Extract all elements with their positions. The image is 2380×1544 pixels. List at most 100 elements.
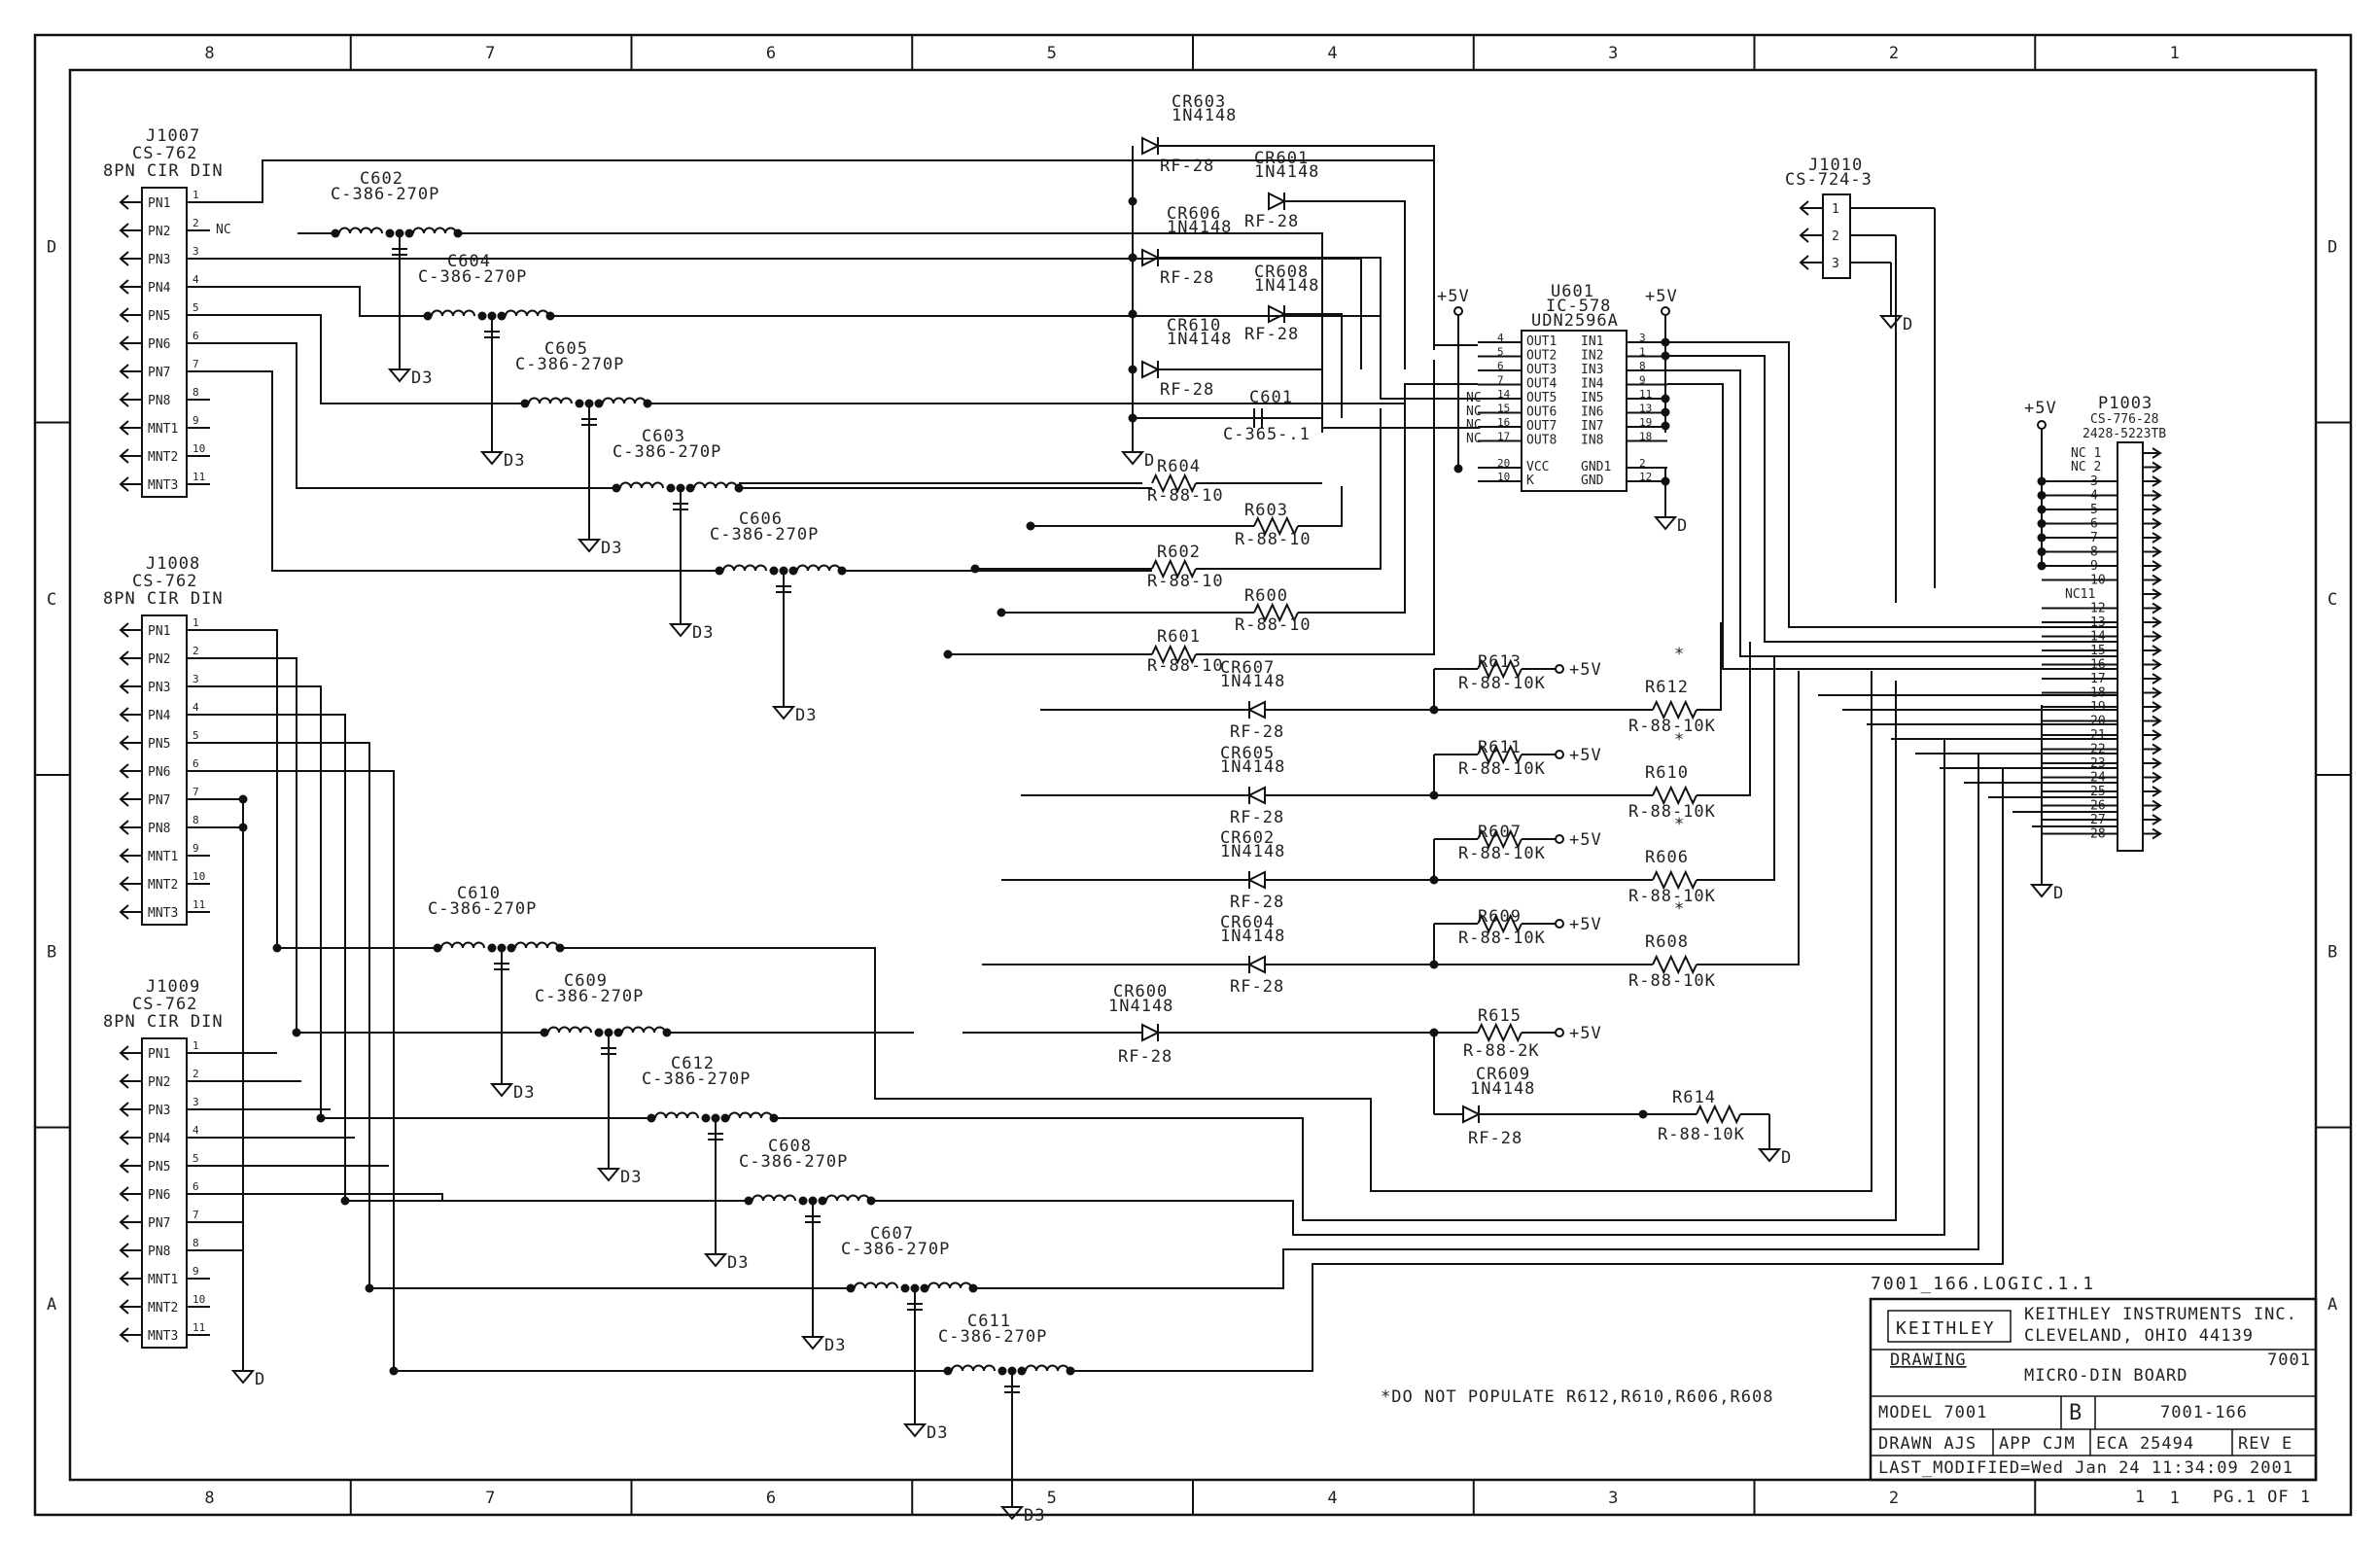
diode-ref: CR601 [1254,149,1309,168]
diode-part: 1N4148 [1167,330,1232,349]
pin-arrow [119,1271,129,1286]
ic-pin-right: IN8 [1581,434,1603,448]
ground-label: D3 [795,706,817,725]
dnp-resistor [1652,699,1698,720]
pin-arrow [119,1130,129,1145]
connector-pin-number: 7 [192,1209,199,1221]
net-wire [1697,656,1775,881]
zone-row-left: C [47,590,57,610]
connector-pin-number: 11 [192,1321,205,1334]
connector-pin-number: 3 [192,1096,199,1108]
net-wire [458,232,1478,429]
ground-label: D3 [1024,1506,1045,1526]
connector-pin-name: PN3 [148,253,170,267]
ic-pin-left: OUT2 [1526,349,1557,364]
filter-part: C-386-270P [331,185,439,204]
resistor-ref: R602 [1157,543,1201,562]
zone-col-bottom: 6 [766,1489,777,1508]
diode-ref: CR602 [1220,828,1275,848]
pin-arrow [119,335,129,351]
connector-desc: 8PN CIR DIN [103,1012,224,1032]
ic-pin-left: VCC [1526,460,1549,474]
connector-pin-name: MNT1 [148,422,178,437]
dnp-part: R-88-10K [1628,717,1716,736]
mid-diode [1246,955,1266,974]
filter-caps: C602C-386-270PD3C604C-386-270PD3C605C-38… [331,169,1075,1526]
keithley-logo [1887,1310,2012,1343]
resistor-ref: R603 [1244,501,1288,520]
pin-arrow [119,622,129,638]
junction-dot [769,566,779,576]
junction-dot [1128,196,1138,206]
connector-pin-name: PN3 [148,1104,170,1118]
junction-dot [666,483,676,493]
filter-ref: C610 [457,884,501,903]
connector-pin-name: PN6 [148,765,170,780]
net-wire [210,742,851,1289]
filter-part: C-386-270P [418,267,527,287]
net-wire [560,671,1872,1192]
connector-pin-name: PN2 [148,225,170,239]
filter-part: C-386-270P [938,1327,1047,1347]
connector-pin-name: PN1 [148,624,170,639]
junction-dot [701,1113,711,1123]
p1003-pin-arrow [2152,574,2162,586]
p1003-pin-arrow [2152,475,2162,487]
ic-pin-num: 11 [1639,388,1652,401]
pin-arrow [119,420,129,436]
eca-field: ECA 25494 [2096,1434,2194,1454]
ground-symbol [1757,1148,1782,1163]
ic-pin-left: K [1526,474,1534,488]
header-connectors: J1010CS-724-3123DP1003CS-776-282428-5223… [1785,156,2166,903]
filter-ref: C606 [739,509,783,529]
dnp-resistor [1652,869,1698,891]
dnp-part: R-88-10K [1628,971,1716,991]
series-resistor [1253,515,1299,537]
junction-dot [970,564,980,574]
filter-inductor-left [854,1281,898,1289]
pin-arrow [119,735,129,751]
page-count: PG.1 OF 1 [2213,1488,2311,1507]
connector-pin-number: 11 [192,898,205,911]
pullup-ref: R611 [1478,738,1522,757]
net-wire [210,286,428,317]
resistor-ref: R600 [1244,586,1288,606]
p1003-pin-arrow [2152,786,2162,797]
filter-inductor-left [431,309,475,317]
diode-rf: RF-28 [1230,893,1284,912]
j1010-pin: 1 [1832,202,1839,217]
ic-pin-num: 5 [1497,346,1504,359]
ground-symbol [902,1423,928,1438]
pin-arrow [119,1073,129,1089]
connector-pin-number: 9 [192,842,199,855]
drawn-field: DRAWN AJS [1878,1434,1977,1454]
company-name: KEITHLEY INSTRUMENTS INC. [2024,1305,2297,1324]
connector-pin-number: 6 [192,757,199,770]
p1003-pin-arrow [2152,799,2162,812]
supply-terminal [1555,834,1564,844]
ground-label: D [2053,884,2064,903]
vcc-label: +5V [1569,746,1602,765]
ground-symbol [668,623,693,638]
ic-pin-left: OUT7 [1526,419,1557,434]
p1003-part: CS-776-28 [2090,412,2158,427]
connector-pin-name: PN4 [148,1132,171,1146]
net-wire [210,770,948,1372]
filter-inductor-left [654,1111,699,1119]
ground-symbol [703,1253,728,1268]
ic-pin-num: 4 [1497,332,1504,344]
junction-dot [1453,464,1463,474]
ground-label: D [1677,516,1688,536]
zone-row-left: D [47,237,57,257]
connector-pin-number: 1 [192,189,199,201]
ground-symbol [230,1370,256,1385]
connector-pin-number: 4 [192,273,199,286]
ground-label: D3 [727,1253,749,1273]
diode-ref: CR609 [1476,1065,1530,1084]
zone-row-right: A [2328,1295,2338,1315]
pullup-part: R-88-10K [1458,929,1546,948]
zone-col-bottom: 7 [485,1489,496,1508]
pin-arrow [119,364,129,379]
pin-arrow [119,1243,129,1258]
filter-part: C-386-270P [428,899,537,919]
